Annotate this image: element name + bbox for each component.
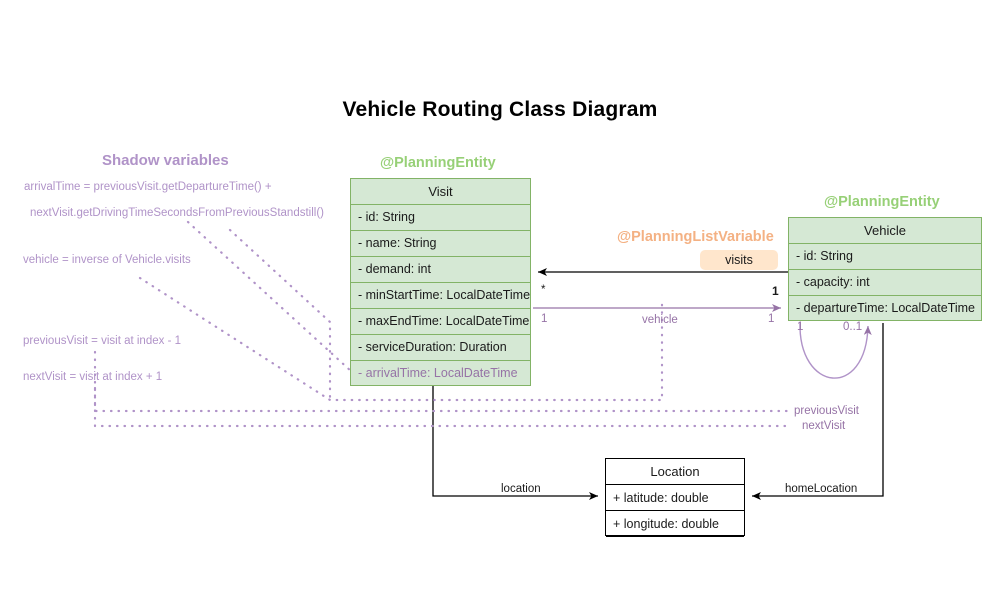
edge-visit-location [432, 386, 598, 500]
location-field-longitude: + longitude: double [606, 511, 744, 537]
vehicle-field-id: - id: String [789, 244, 981, 270]
class-box-location[interactable]: Location + latitude: double + longitude:… [605, 458, 745, 537]
location-field-latitude: + latitude: double [606, 485, 744, 511]
shadow-variables-heading: Shadow variables [102, 152, 229, 169]
shadow-note-previousvisit: previousVisit = visit at index - 1 [23, 335, 181, 347]
class-box-visit[interactable]: Visit - id: String - name: String - dema… [350, 178, 531, 386]
edge-label-homelocation: homeLocation [785, 483, 858, 495]
visit-field-name: - name: String [351, 231, 530, 257]
stereotype-visit: @PlanningEntity [380, 155, 496, 171]
visit-field-demand: - demand: int [351, 257, 530, 283]
edge-label-visits-target-multiplicity: 1 [772, 284, 779, 298]
edge-label-previousvisit: previousVisit [794, 405, 859, 417]
badge-visits[interactable]: visits [700, 250, 778, 270]
visit-field-serviceduration: - serviceDuration: Duration [351, 335, 530, 361]
vehicle-field-capacity: - capacity: int [789, 270, 981, 296]
class-name-location: Location [606, 459, 744, 485]
edge-label-vehicle-role: vehicle [642, 314, 678, 326]
edge-label-selfloop-target-multiplicity: 0..1 [843, 321, 863, 333]
edge-label-nextvisit: nextVisit [802, 420, 846, 432]
visit-field-id: - id: String [351, 205, 530, 231]
stereotype-vehicle: @PlanningEntity [824, 194, 940, 210]
visit-field-arrivaltime: - arrivalTime: LocalDateTime [358, 366, 518, 380]
edge-label-location: location [501, 483, 541, 495]
class-box-vehicle[interactable]: Vehicle - id: String - capacity: int - d… [788, 217, 982, 321]
shadow-note-arrivaltime-1: arrivalTime = previousVisit.getDeparture… [24, 181, 272, 193]
edge-label-vehicle-source-multiplicity: 1 [541, 313, 548, 325]
visit-field-maxendtime: - maxEndTime: LocalDateTime [351, 309, 530, 335]
stereotype-planning-list-variable: @PlanningListVariable [617, 229, 774, 245]
edge-label-selfloop-source-multiplicity: 1 [797, 321, 804, 333]
shadow-note-vehicle: vehicle = inverse of Vehicle.visits [23, 254, 191, 266]
edge-label-vehicle-target-multiplicity: 1 [768, 313, 775, 325]
shadow-note-nextvisit: nextVisit = visit at index + 1 [23, 371, 163, 383]
class-name-vehicle: Vehicle [789, 218, 981, 244]
visit-field-minstarttime: - minStartTime: LocalDateTime [351, 283, 530, 309]
shadow-note-arrivaltime-2: nextVisit.getDrivingTimeSecondsFromPrevi… [30, 207, 324, 219]
edge-label-visits-source-multiplicity: * [541, 284, 546, 296]
class-name-visit: Visit [351, 179, 530, 205]
page-title: Vehicle Routing Class Diagram [342, 98, 658, 121]
vehicle-field-departuretime: - departureTime: LocalDateTime [796, 301, 976, 315]
